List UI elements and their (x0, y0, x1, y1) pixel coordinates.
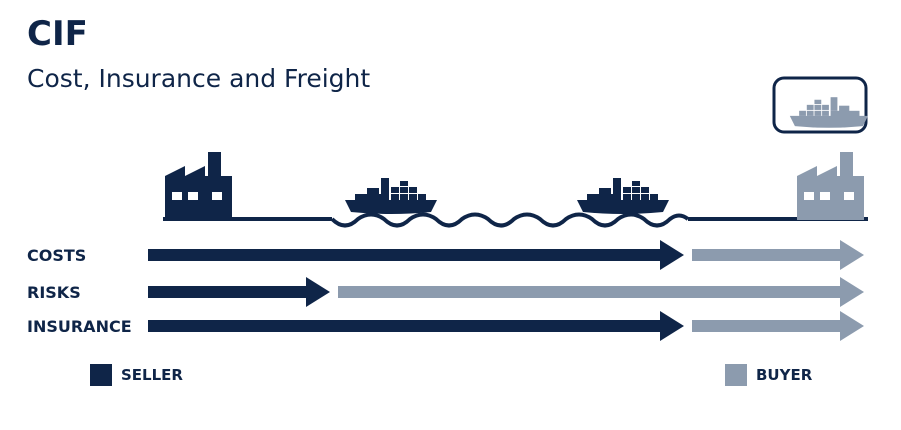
ship-icon-origin (345, 178, 437, 214)
row-label-insurance: INSURANCE (27, 317, 132, 336)
row-label-risks: RISKS (27, 283, 81, 302)
seller-factory-icon (165, 152, 232, 220)
costs-seller-arrow (148, 240, 684, 270)
risks-buyer-arrow (338, 277, 864, 307)
seller-legend-swatch (90, 364, 112, 386)
page-subtitle: Cost, Insurance and Freight (27, 64, 371, 93)
insurance-buyer-arrow (692, 311, 864, 341)
page-title: CIF (27, 14, 88, 54)
legend-buyer-label: BUYER (756, 366, 813, 384)
legend-seller-label: SELLER (121, 366, 183, 384)
insurance-seller-arrow (148, 311, 684, 341)
ship-icon-destination (577, 178, 669, 214)
buyer-legend-swatch (725, 364, 747, 386)
sea-waves (330, 212, 690, 228)
costs-buyer-arrow (692, 240, 864, 270)
buyer-factory-icon (797, 152, 864, 220)
row-label-costs: COSTS (27, 246, 87, 265)
risks-seller-arrow (148, 277, 330, 307)
